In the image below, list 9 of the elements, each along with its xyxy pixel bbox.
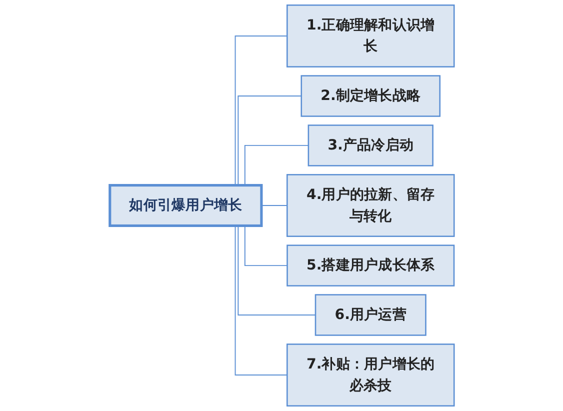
connector: [260, 205, 288, 206]
node-box: 5.搭建用户成长体系: [286, 244, 454, 286]
node-box: 1.正确理解和认识增长: [286, 4, 454, 68]
node-box: 如何引爆用户增长: [108, 184, 262, 228]
node-box: 4.用户的拉新、留存与转化: [286, 174, 454, 237]
node-box: 2.制定增长战略: [300, 75, 440, 117]
node-box: 6.用户运营: [314, 294, 426, 336]
node-box: 3.产品冷启动: [307, 124, 433, 166]
node-box: 7.补贴：用户增长的必杀技: [286, 344, 454, 406]
